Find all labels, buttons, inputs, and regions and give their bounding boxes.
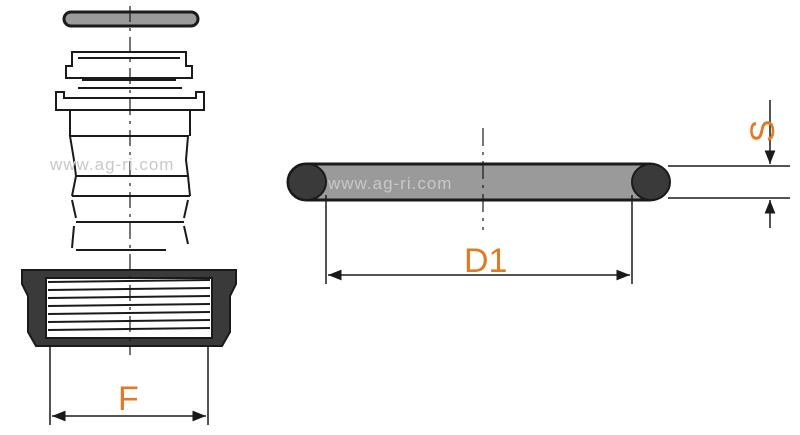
- o-ring-drawing: [286, 162, 671, 202]
- o-ring-left-section: [287, 163, 327, 201]
- dimension-f: [49, 345, 209, 425]
- hose-fitting-drawing: [21, 10, 237, 347]
- watermark-left: www.ag-ri.com: [49, 155, 174, 174]
- o-ring-right-section: [631, 163, 671, 201]
- dimension-d1: [325, 195, 633, 284]
- dimension-s: [668, 100, 790, 228]
- fitting-upper-collar: [65, 51, 193, 79]
- watermark-right: www.ag-ri.com: [327, 174, 452, 193]
- fitting-mid-flange: [55, 91, 205, 111]
- label-s: S: [744, 120, 782, 143]
- label-d1: D1: [464, 242, 507, 280]
- nut-thread-lines: [47, 279, 211, 331]
- top-o-ring: [62, 10, 200, 28]
- label-f: F: [118, 380, 139, 418]
